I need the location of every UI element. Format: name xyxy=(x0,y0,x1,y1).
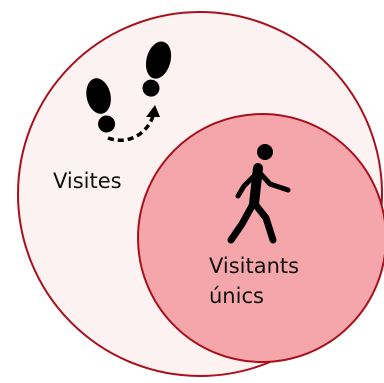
footprints-icon xyxy=(86,41,172,133)
walking-person-icon xyxy=(227,144,291,244)
visits-label: Visites xyxy=(53,169,122,193)
unique-visitors-label-line1: Visitants xyxy=(209,254,299,278)
dashed-arrow-icon xyxy=(107,105,160,142)
unique-visitors-label-line2: únics xyxy=(209,284,264,308)
unique-visitors-circle xyxy=(137,113,384,363)
